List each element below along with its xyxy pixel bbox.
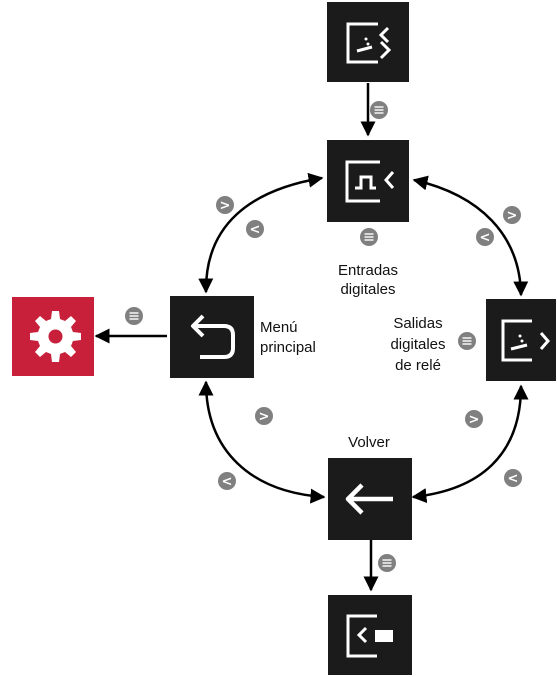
label-main-menu-1: Menú — [260, 319, 298, 336]
next-badge-left-bottom: > — [255, 407, 273, 425]
label-back: Volver — [348, 434, 390, 451]
connectors — [94, 83, 529, 592]
prev-badge-circle — [504, 469, 522, 487]
prev-badge-left-top: < — [246, 220, 264, 238]
arrow-inputs-menu — [198, 172, 324, 294]
select-badge-menu — [125, 307, 143, 325]
gear-icon — [30, 311, 81, 362]
prev-badge-left-bottom: < — [218, 472, 236, 490]
select-badge-relay — [458, 332, 476, 350]
left-arrow-icon — [345, 483, 393, 515]
label-relay-outputs-3: de relé — [395, 357, 441, 374]
prev-badge-circle — [218, 472, 236, 490]
next-badge-glyph: > — [220, 199, 231, 214]
next-badge-circle — [503, 206, 521, 224]
label-main-menu-2: principal — [260, 339, 316, 356]
prev-badge-circle — [476, 228, 494, 246]
prev-badge-right-bottom: < — [504, 469, 522, 487]
digital-input-icon — [345, 160, 395, 203]
label-digital-inputs-2: digitales — [340, 281, 395, 298]
next-badge-glyph: > — [507, 209, 518, 224]
exit-screen-icon — [346, 614, 393, 658]
tile-main-menu[interactable] — [170, 296, 254, 378]
next-badge-glyph: > — [259, 410, 270, 425]
prev-badge-circle — [246, 220, 264, 238]
tile-exit-screen[interactable] — [328, 595, 412, 675]
select-badge-top — [370, 101, 388, 119]
label-relay-outputs-2: digitales — [390, 336, 445, 353]
next-badge-circle — [255, 407, 273, 425]
select-badge-back — [378, 554, 396, 572]
prev-badge-right-top: < — [476, 228, 494, 246]
tile-back[interactable] — [328, 458, 412, 540]
label-digital-inputs-1: Entradas — [338, 262, 398, 279]
tile-relay-outputs[interactable] — [486, 299, 556, 381]
label-relay-outputs-1: Salidas — [393, 315, 442, 332]
tile-relay-output-top[interactable] — [327, 2, 409, 82]
arrow-inputs-relay — [412, 175, 529, 297]
next-badge-glyph: > — [469, 413, 480, 428]
arrow-menu-back — [198, 380, 326, 504]
select-badge-inputs — [360, 228, 378, 246]
back-return-icon — [191, 314, 235, 359]
prev-badge-glyph: < — [250, 223, 261, 238]
next-badge-right-bottom: > — [465, 410, 483, 428]
relay-output-icon — [501, 319, 550, 362]
next-badge-circle — [465, 410, 483, 428]
relay-output-icon — [346, 22, 392, 64]
next-badge-left-top: > — [216, 196, 234, 214]
tile-settings[interactable] — [12, 297, 94, 376]
prev-badge-glyph: < — [480, 231, 491, 246]
next-badge-circle — [216, 196, 234, 214]
prev-badge-glyph: < — [508, 472, 519, 487]
arrow-relay-back — [411, 384, 529, 504]
next-badge-right-top: > — [503, 206, 521, 224]
tile-digital-inputs[interactable] — [327, 140, 409, 222]
prev-badge-glyph: < — [222, 475, 233, 490]
